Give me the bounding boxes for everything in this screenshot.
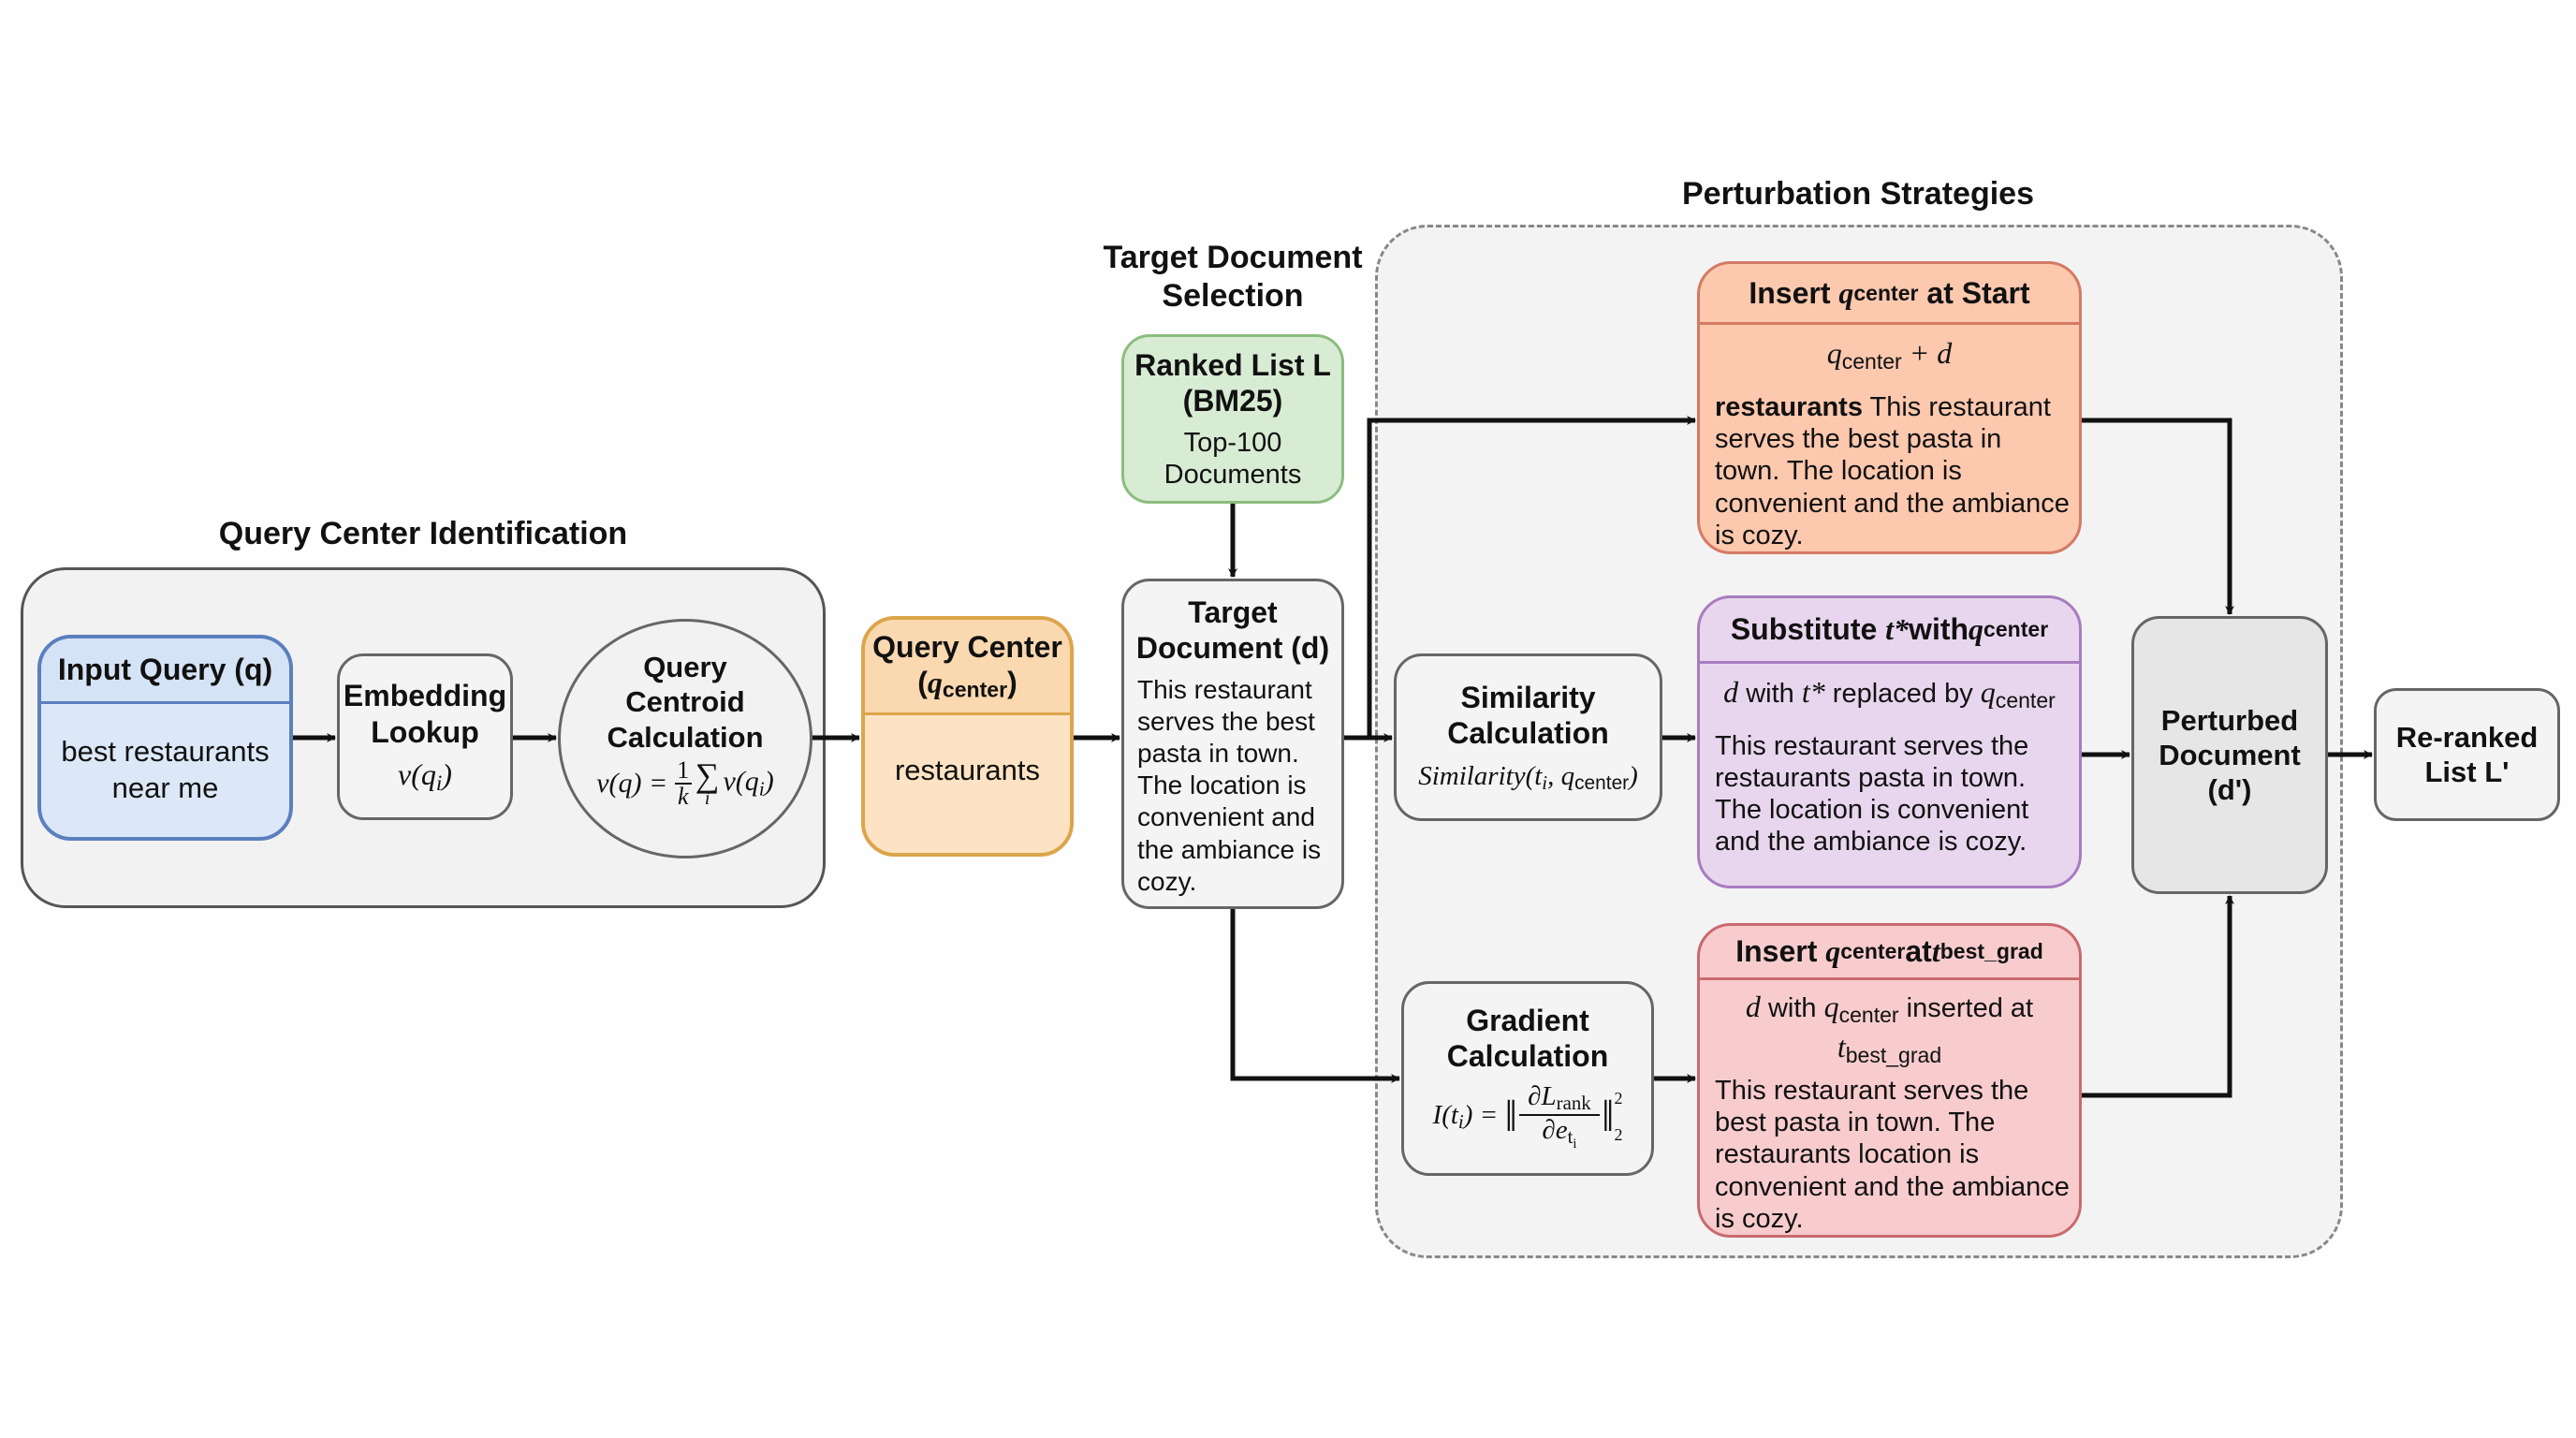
title-line: (BM25) [1182,384,1283,418]
title-line: Embedding [343,679,507,713]
title-line: Ranked List L [1134,347,1331,382]
perturbed-document-node[interactable]: Perturbed Document (d') [2131,616,2328,894]
header-text: Substitute [1730,612,1878,646]
embedding-lookup-title: Embedding Lookup [344,678,506,750]
section-title-target-document-selection: Target Document Selection [1046,239,1420,315]
strategy-formula: d with t* replaced by qcenter [1723,675,2056,712]
similarity-title: Similarity Calculation [1447,680,1608,752]
highlighted-term: restaurants [1715,391,1863,422]
title-line: List L' [2424,756,2510,788]
perturbed-document-title: Perturbed Document (d') [2159,703,2301,808]
header-subscript: best_grad [1939,938,2043,963]
header-symbol: t* [1885,612,1910,646]
header-symbol: t [1931,933,1940,968]
query-center-header: Query Center (qcenter) [865,620,1070,715]
title-line: Calculation [607,720,764,754]
section-title-line: Selection [1162,277,1304,314]
query-center-node[interactable]: Query Center (qcenter) restaurants [861,616,1074,857]
ranked-list-node[interactable]: Ranked List L (BM25) Top-100 Documents [1121,334,1344,504]
gradient-title: Gradient Calculation [1447,1003,1608,1075]
similarity-formula: Similarity(ti, qcenter) [1418,760,1638,794]
target-document-title: Target Document (d) [1136,594,1329,667]
embedding-lookup-formula: v(qi) [398,757,452,795]
arrow-targetdoc-to-insert-start [1367,416,1696,738]
title-line: Calculation [1446,1039,1609,1074]
title-line: Target [1188,595,1278,629]
title-line: Lookup [371,714,479,749]
input-query-node[interactable]: Input Query (q) best restaurants near me [37,635,293,841]
strategy-body: qcenter + d restaurants This restaurant … [1700,325,2079,551]
strategy-body: d with t* replaced by qcenter This resta… [1700,664,2079,886]
section-title-line: Target Document [1103,240,1363,275]
title-line: Query [643,651,727,684]
header-text: at Start [1926,275,2030,310]
section-title-perturbation-strategies: Perturbation Strategies [1682,176,2034,212]
title-line: Re-ranked [2395,720,2539,754]
header-symbol: q [1969,612,1984,646]
arrow-insert-start-to-perturbed [2082,418,2234,615]
reranked-list-title: Re-ranked List L' [2396,720,2539,789]
target-document-text: This restaurant serves the best pasta in… [1137,674,1322,896]
input-query-text-line: best restaurants [61,735,270,769]
header-symbol: q [1838,275,1854,310]
query-centroid-title: Query Centroid Calculation [607,650,763,755]
query-center-symbol: (qcenter) [917,666,1017,702]
gradient-calculation-node[interactable]: Gradient Calculation I(ti) = ‖ ∂Lrank ∂e… [1401,981,1654,1176]
example-body: This restaurant serves the best pasta in… [1715,391,2070,550]
arrow-insert-grad-to-perturbed [2082,895,2234,1098]
input-query-header: Input Query (q) [41,638,289,704]
title-line: Calculation [1447,716,1609,751]
title-line: Document (d) [1135,631,1330,666]
header-subscript: center [1840,938,1906,963]
header-text: Insert [1749,275,1831,310]
input-query-text-line: near me [111,771,219,804]
title-line: Document [2159,738,2301,771]
header-text: Insert [1735,933,1818,968]
similarity-calculation-node[interactable]: Similarity Calculation Similarity(ti, qc… [1394,653,1662,821]
strategy-body: d with qcenter inserted at tbest_grad Th… [1700,980,2079,1235]
title-line: Perturbed [2160,703,2299,737]
query-centroid-formula: v(q) = 1 k ∑ i v(qi) [596,756,774,810]
ranked-list-desc: Top-100 Documents [1164,427,1302,491]
desc-line: Documents [1164,459,1302,490]
section-title-query-center-identification: Query Center Identification [218,516,628,551]
query-center-value: restaurants [894,753,1041,786]
strategy-formula: qcenter + d [1826,336,1953,374]
target-document-node[interactable]: Target Document (d) This restaurant serv… [1121,579,1344,909]
title-line: Centroid [625,685,745,719]
title-line: Gradient [1466,1004,1589,1038]
strategy-example-text: restaurants This restaurant serves the b… [1709,391,2070,551]
strategy-example-text: This restaurant serves the best pasta in… [1715,1075,2070,1234]
header-subscript: center [1983,617,2049,641]
query-centroid-node[interactable]: Query Centroid Calculation v(q) = 1 k ∑ … [558,619,812,858]
strategy-example-text: This restaurant serves the restaurants p… [1715,730,2029,858]
ranked-list-title: Ranked List L (BM25) [1134,347,1331,419]
header-text: at [1905,933,1932,968]
title-line: Query Center [872,629,1062,664]
title-line: (d') [2207,773,2252,807]
arrow-targetdoc-to-gradient [1230,909,1400,1083]
header-subscript: center [1853,280,1919,305]
reranked-list-node[interactable]: Re-ranked List L' [2374,688,2560,821]
embedding-lookup-node[interactable]: Embedding Lookup v(qi) [337,653,513,820]
strategy-formula: d with qcenter inserted at tbest_grad [1745,989,2034,1068]
header-text: with [1909,612,1969,646]
title-line: Similarity [1460,681,1596,714]
query-center-body: restaurants [865,715,1070,853]
desc-line: Top-100 [1183,427,1282,458]
input-query-body: best restaurants near me [41,704,289,837]
header-symbol: q [1825,933,1841,968]
